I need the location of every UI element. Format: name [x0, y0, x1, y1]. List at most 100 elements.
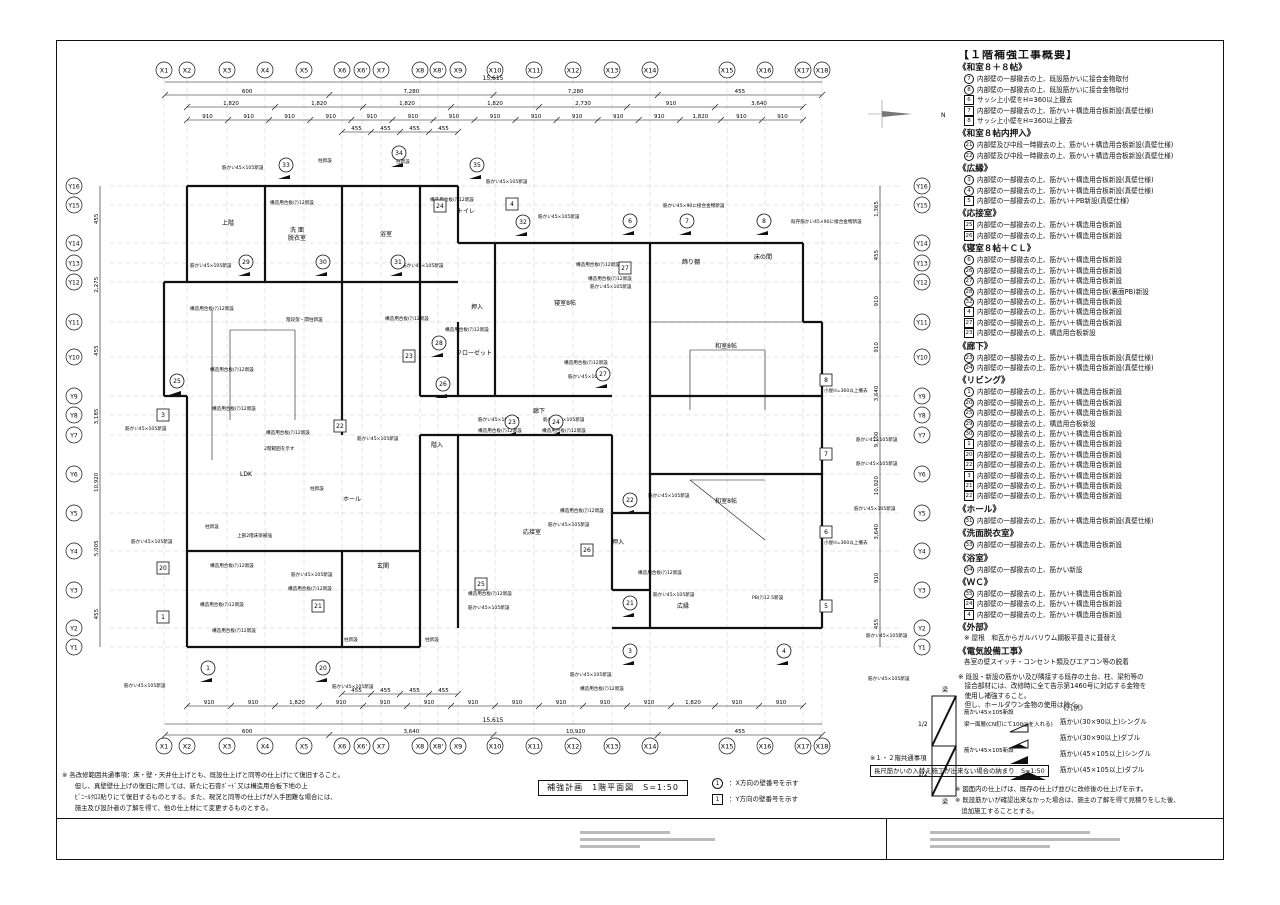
- dim-tick: [676, 116, 684, 124]
- x-wall-callout: [504, 414, 520, 430]
- room-label: 階入: [431, 441, 443, 449]
- axis-bubble: [525, 61, 543, 79]
- axis-label: X4: [261, 743, 270, 751]
- plan-note: 筋かい45×105新設: [854, 505, 896, 512]
- dim-tick: [717, 116, 725, 124]
- axis-bubble: [178, 737, 196, 755]
- notes-item-number: 22: [964, 491, 974, 502]
- x-key-text: ：X方向の壁番号を示す: [729, 779, 799, 787]
- axis-label: Y14: [67, 241, 79, 248]
- axis-label: X17: [797, 67, 810, 75]
- axis-label: X8: [416, 67, 425, 75]
- drawing-sheet: [56, 40, 1224, 860]
- x-wall-callout: [622, 643, 638, 659]
- dim-text: 1,820: [685, 700, 701, 706]
- dim-text: 910: [204, 700, 215, 706]
- dim-tick: [755, 702, 763, 710]
- dim-text: 600: [242, 89, 253, 95]
- dim-text: 3,185: [94, 408, 100, 424]
- axis-label: X4: [261, 67, 270, 75]
- dim-text: 1,820: [487, 101, 503, 107]
- dim-text: 455: [874, 618, 880, 629]
- dim-tick: [818, 731, 826, 739]
- callout-number: 3: [628, 648, 632, 655]
- axis-bubble: [913, 426, 931, 444]
- callout-number: 24: [552, 419, 560, 426]
- axis-label: Y12: [67, 280, 79, 287]
- callout-number: 7: [685, 218, 689, 225]
- notes-item: ※ 屋根 和瓦からガルバリウム鋼板平葺きに葺替え: [964, 634, 1117, 643]
- notes-section-title: 《ホール》: [958, 504, 1001, 515]
- axis-bubble: [449, 61, 467, 79]
- room-label: 廊下: [533, 407, 545, 415]
- svg-text:1/2: 1/2: [918, 721, 928, 728]
- plan-note: 構造用合板(ｱ)12新設: [560, 507, 604, 514]
- x-wall-callout: [435, 376, 451, 392]
- dim-text: 600: [242, 729, 253, 735]
- dim-tick: [326, 731, 333, 739]
- dim-tick: [623, 103, 631, 111]
- axis-label: X6': [357, 67, 368, 75]
- notes-item-number: 6: [964, 95, 974, 106]
- callout-number: 23: [508, 419, 516, 426]
- room-label: 押入: [471, 303, 483, 311]
- axis-bubble: [913, 465, 931, 483]
- axis-label: Y16: [67, 184, 79, 191]
- axis-bubble: [913, 348, 931, 366]
- plan-note: 筋かい45×105新設: [868, 675, 910, 682]
- dim-text: 910: [556, 700, 567, 706]
- callout-number: 1: [206, 665, 210, 672]
- plan-note: 構造用合板(ｱ)12新設: [210, 366, 254, 373]
- axis-bubble: [411, 61, 429, 79]
- notes-item-number: 6: [964, 255, 974, 266]
- dim-tick: [359, 103, 367, 111]
- callout-number: 22: [336, 423, 344, 430]
- axis-bubble: [718, 737, 736, 755]
- room-label: LDK: [240, 471, 253, 478]
- brace-mark: [622, 510, 634, 514]
- notes-item-number: 3: [964, 175, 974, 186]
- y-wall-callout: [819, 599, 833, 613]
- room-label: 洗 面: [290, 226, 304, 234]
- dim-tick: [396, 128, 404, 136]
- notes-item-number: 27: [964, 276, 974, 287]
- plan-note: 構造用合板(ｱ)12新設: [212, 627, 256, 634]
- dim-text: 910: [449, 114, 460, 120]
- plan-note: 筋かい45×105新設: [590, 283, 632, 290]
- dim-tick: [430, 116, 437, 124]
- plan-note: PB(ｱ)12.5新設: [752, 594, 784, 601]
- axis-label: X2: [183, 67, 192, 75]
- dim-tick: [711, 702, 719, 710]
- y-wall-callout: [311, 599, 325, 613]
- dim-tick: [490, 91, 497, 99]
- axis-bubble: [913, 313, 931, 331]
- dim-text: 455: [735, 729, 746, 735]
- notes-extra-line: 接合部材には、改修時に全て告示第1460号に対応する金物を: [958, 682, 1147, 691]
- brace-mark: [390, 272, 402, 276]
- plan-note: 構造用合板(ｱ)12新設: [385, 315, 429, 322]
- dim-text: 455: [735, 89, 746, 95]
- axis-label: Y15: [67, 203, 79, 210]
- dim-text: 7,280: [568, 89, 584, 95]
- callout-number: 29: [242, 259, 250, 266]
- notes-section-title: 《浴室》: [958, 553, 993, 564]
- notes-item-number: 31: [964, 515, 974, 526]
- room-label: 広縁: [677, 602, 689, 610]
- dim-text: 910: [874, 342, 880, 353]
- plan-note: 筋かい45×105新設: [131, 538, 173, 545]
- notes-section-title: 《廊下》: [958, 341, 993, 352]
- dim-tick: [594, 116, 601, 124]
- axis-bubble: [411, 737, 429, 755]
- plan-note: 構造用合板(ｱ)12新設: [542, 427, 586, 434]
- axis-bubble: [295, 737, 313, 755]
